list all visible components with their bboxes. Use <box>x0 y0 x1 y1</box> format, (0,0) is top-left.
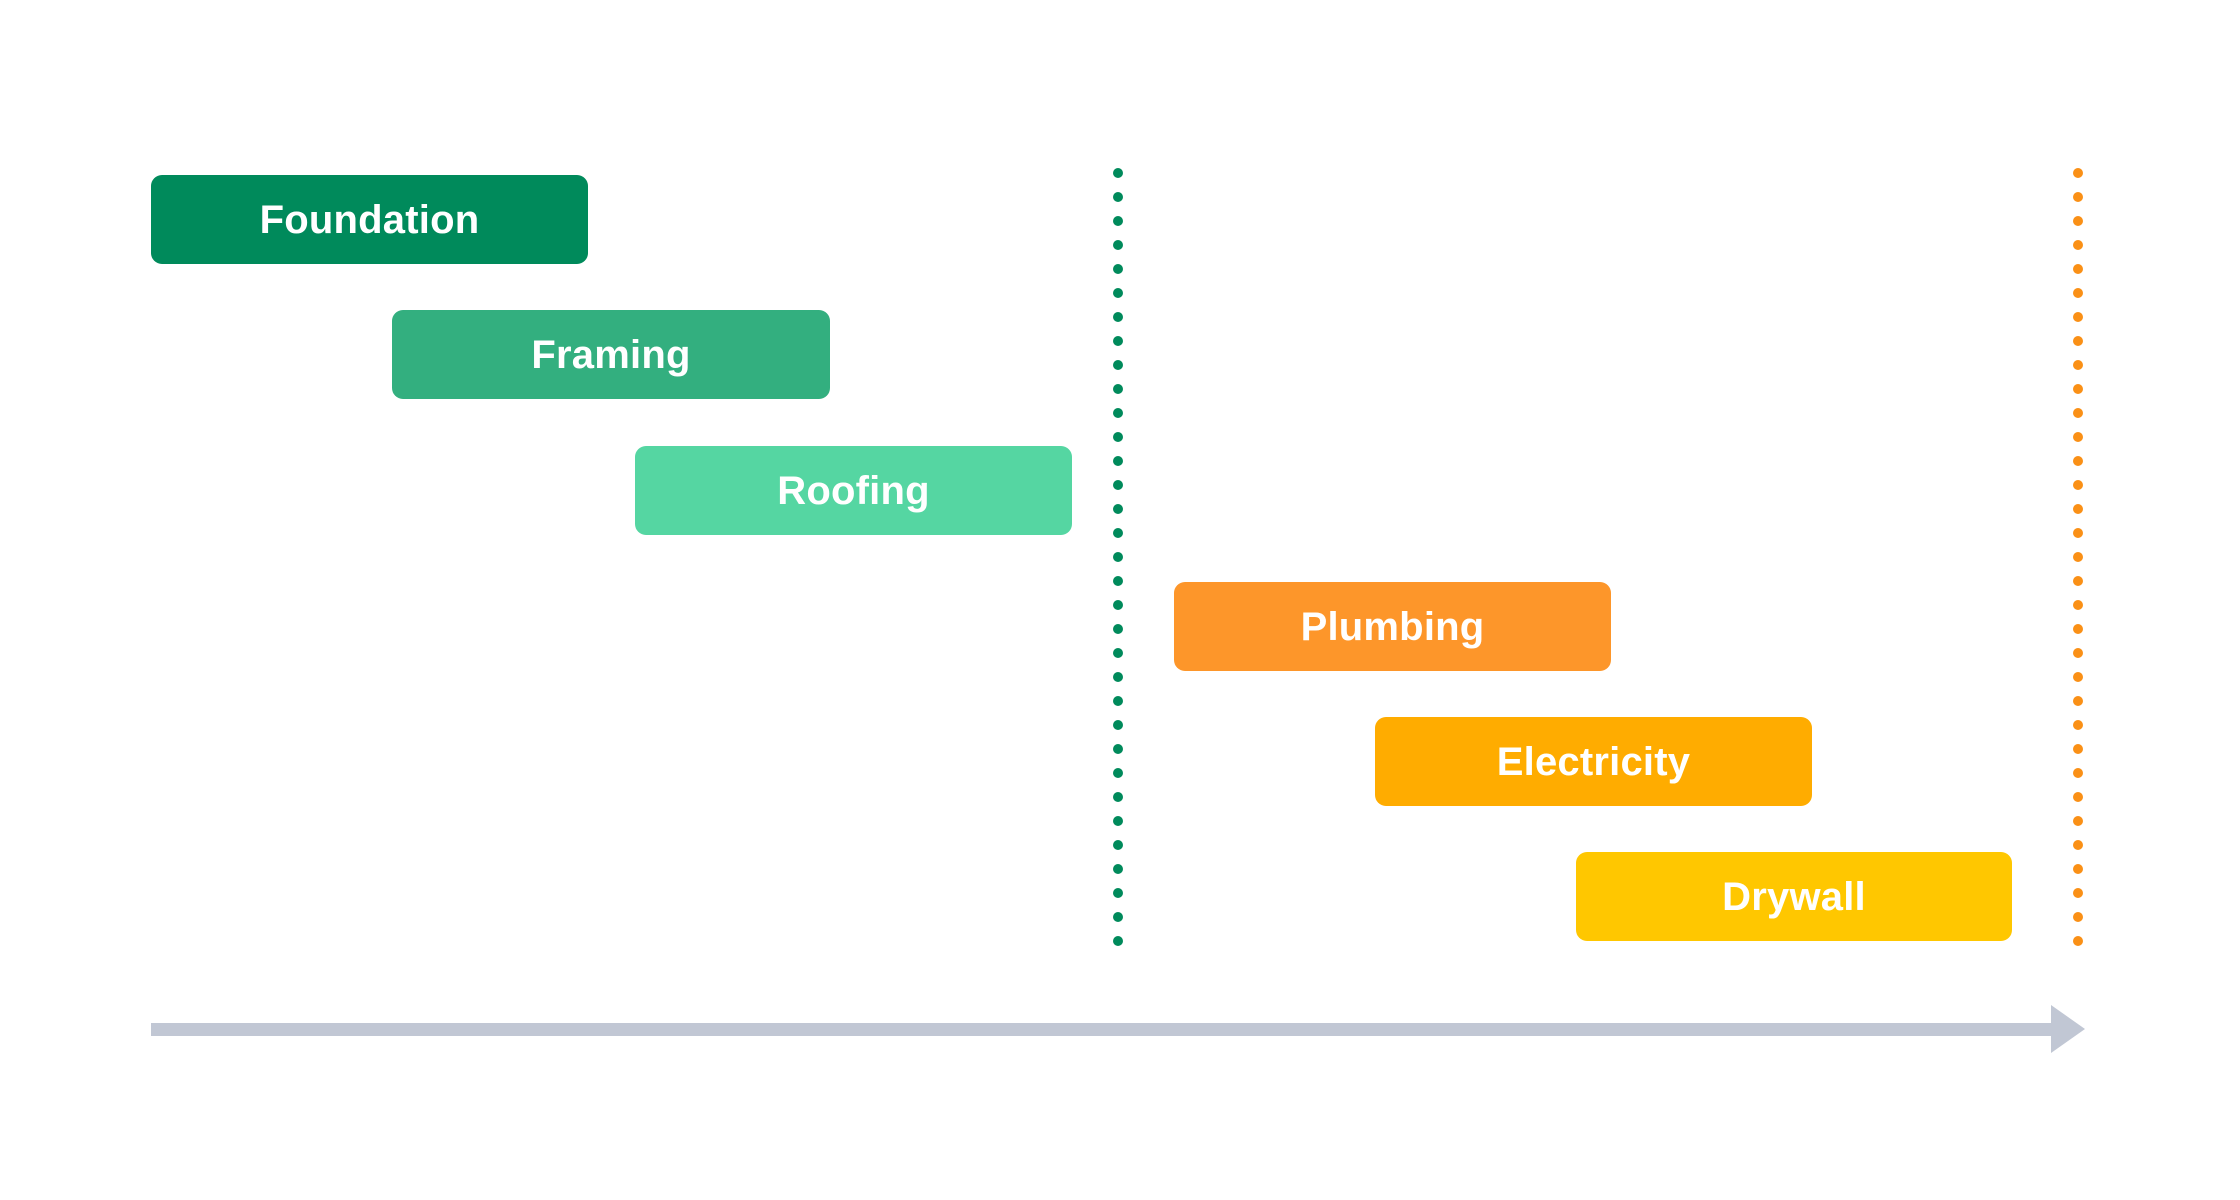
milestone-guide-dot <box>2073 864 2083 874</box>
milestone-guide-dot <box>2073 240 2083 250</box>
milestone-guide-dot <box>1113 504 1123 514</box>
milestone-guide-phase-one-boundary <box>1113 168 1123 950</box>
milestone-guide-dot <box>1113 216 1123 226</box>
milestone-guide-dot <box>1113 888 1123 898</box>
milestone-guide-phase-two-boundary <box>2073 168 2083 950</box>
milestone-guide-dot <box>2073 576 2083 586</box>
task-bar-label: Drywall <box>1722 874 1866 919</box>
milestone-guide-dot <box>2073 600 2083 610</box>
milestone-guide-dot <box>1113 312 1123 322</box>
task-bar-label: Foundation <box>259 197 480 242</box>
milestone-guide-dot <box>1113 576 1123 586</box>
milestone-guide-dot <box>2073 744 2083 754</box>
milestone-guide-dot <box>2073 840 2083 850</box>
milestone-guide-dot <box>1113 840 1123 850</box>
milestone-guide-dot <box>2073 672 2083 682</box>
milestone-guide-dot <box>2073 648 2083 658</box>
milestone-guide-dot <box>2073 288 2083 298</box>
milestone-guide-dot <box>1113 384 1123 394</box>
milestone-guide-dot <box>1113 264 1123 274</box>
milestone-guide-dot <box>2073 888 2083 898</box>
milestone-guide-dot <box>1113 672 1123 682</box>
milestone-guide-dot <box>1113 408 1123 418</box>
milestone-guide-dot <box>1113 600 1123 610</box>
task-bar-electricity[interactable]: Electricity <box>1375 717 1812 806</box>
milestone-guide-dot <box>1113 864 1123 874</box>
timeline-axis-arrowhead <box>2051 1005 2085 1053</box>
milestone-guide-dot <box>2073 936 2083 946</box>
milestone-guide-dot <box>2073 192 2083 202</box>
milestone-guide-dot <box>2073 336 2083 346</box>
milestone-guide-dot <box>1113 552 1123 562</box>
milestone-guide-dot <box>2073 504 2083 514</box>
milestone-guide-dot <box>2073 624 2083 634</box>
milestone-guide-dot <box>1113 240 1123 250</box>
milestone-guide-dot <box>1113 720 1123 730</box>
task-bar-label: Roofing <box>777 468 930 513</box>
milestone-guide-dot <box>1113 192 1123 202</box>
milestone-guide-dot <box>1113 480 1123 490</box>
task-bar-label: Electricity <box>1496 739 1691 784</box>
task-bar-label: Framing <box>531 332 691 377</box>
milestone-guide-dot <box>2073 720 2083 730</box>
milestone-guide-dot <box>2073 312 2083 322</box>
task-bar-drywall[interactable]: Drywall <box>1576 852 2012 941</box>
milestone-guide-dot <box>1113 624 1123 634</box>
milestone-guide-dot <box>2073 384 2083 394</box>
milestone-guide-dot <box>2073 552 2083 562</box>
milestone-guide-dot <box>1113 288 1123 298</box>
milestone-guide-dot <box>1113 744 1123 754</box>
milestone-guide-dot <box>2073 696 2083 706</box>
milestone-guide-dot <box>1113 696 1123 706</box>
milestone-guide-dot <box>2073 408 2083 418</box>
milestone-guide-dot <box>2073 168 2083 178</box>
milestone-guide-dot <box>1113 792 1123 802</box>
milestone-guide-dot <box>2073 528 2083 538</box>
task-bar-framing[interactable]: Framing <box>392 310 830 399</box>
milestone-guide-dot <box>2073 216 2083 226</box>
milestone-guide-dot <box>2073 360 2083 370</box>
milestone-guide-dot <box>1113 768 1123 778</box>
milestone-guide-dot <box>1113 912 1123 922</box>
milestone-guide-dot <box>1113 528 1123 538</box>
milestone-guide-dot <box>1113 456 1123 466</box>
milestone-guide-dot <box>1113 936 1123 946</box>
milestone-guide-dot <box>2073 768 2083 778</box>
milestone-guide-dot <box>2073 456 2083 466</box>
task-bar-plumbing[interactable]: Plumbing <box>1174 582 1611 671</box>
task-bar-label: Plumbing <box>1300 604 1485 649</box>
task-bar-roofing[interactable]: Roofing <box>635 446 1072 535</box>
milestone-guide-dot <box>1113 432 1123 442</box>
milestone-guide-dot <box>1113 360 1123 370</box>
timeline-axis-line <box>151 1022 2057 1036</box>
milestone-guide-dot <box>2073 264 2083 274</box>
task-bar-foundation[interactable]: Foundation <box>151 175 588 264</box>
milestone-guide-dot <box>2073 432 2083 442</box>
milestone-guide-dot <box>2073 912 2083 922</box>
milestone-guide-dot <box>2073 816 2083 826</box>
milestone-guide-dot <box>1113 816 1123 826</box>
milestone-guide-dot <box>2073 792 2083 802</box>
milestone-guide-dot <box>1113 648 1123 658</box>
milestone-guide-dot <box>2073 480 2083 490</box>
milestone-guide-dot <box>1113 168 1123 178</box>
milestone-guide-dot <box>1113 336 1123 346</box>
